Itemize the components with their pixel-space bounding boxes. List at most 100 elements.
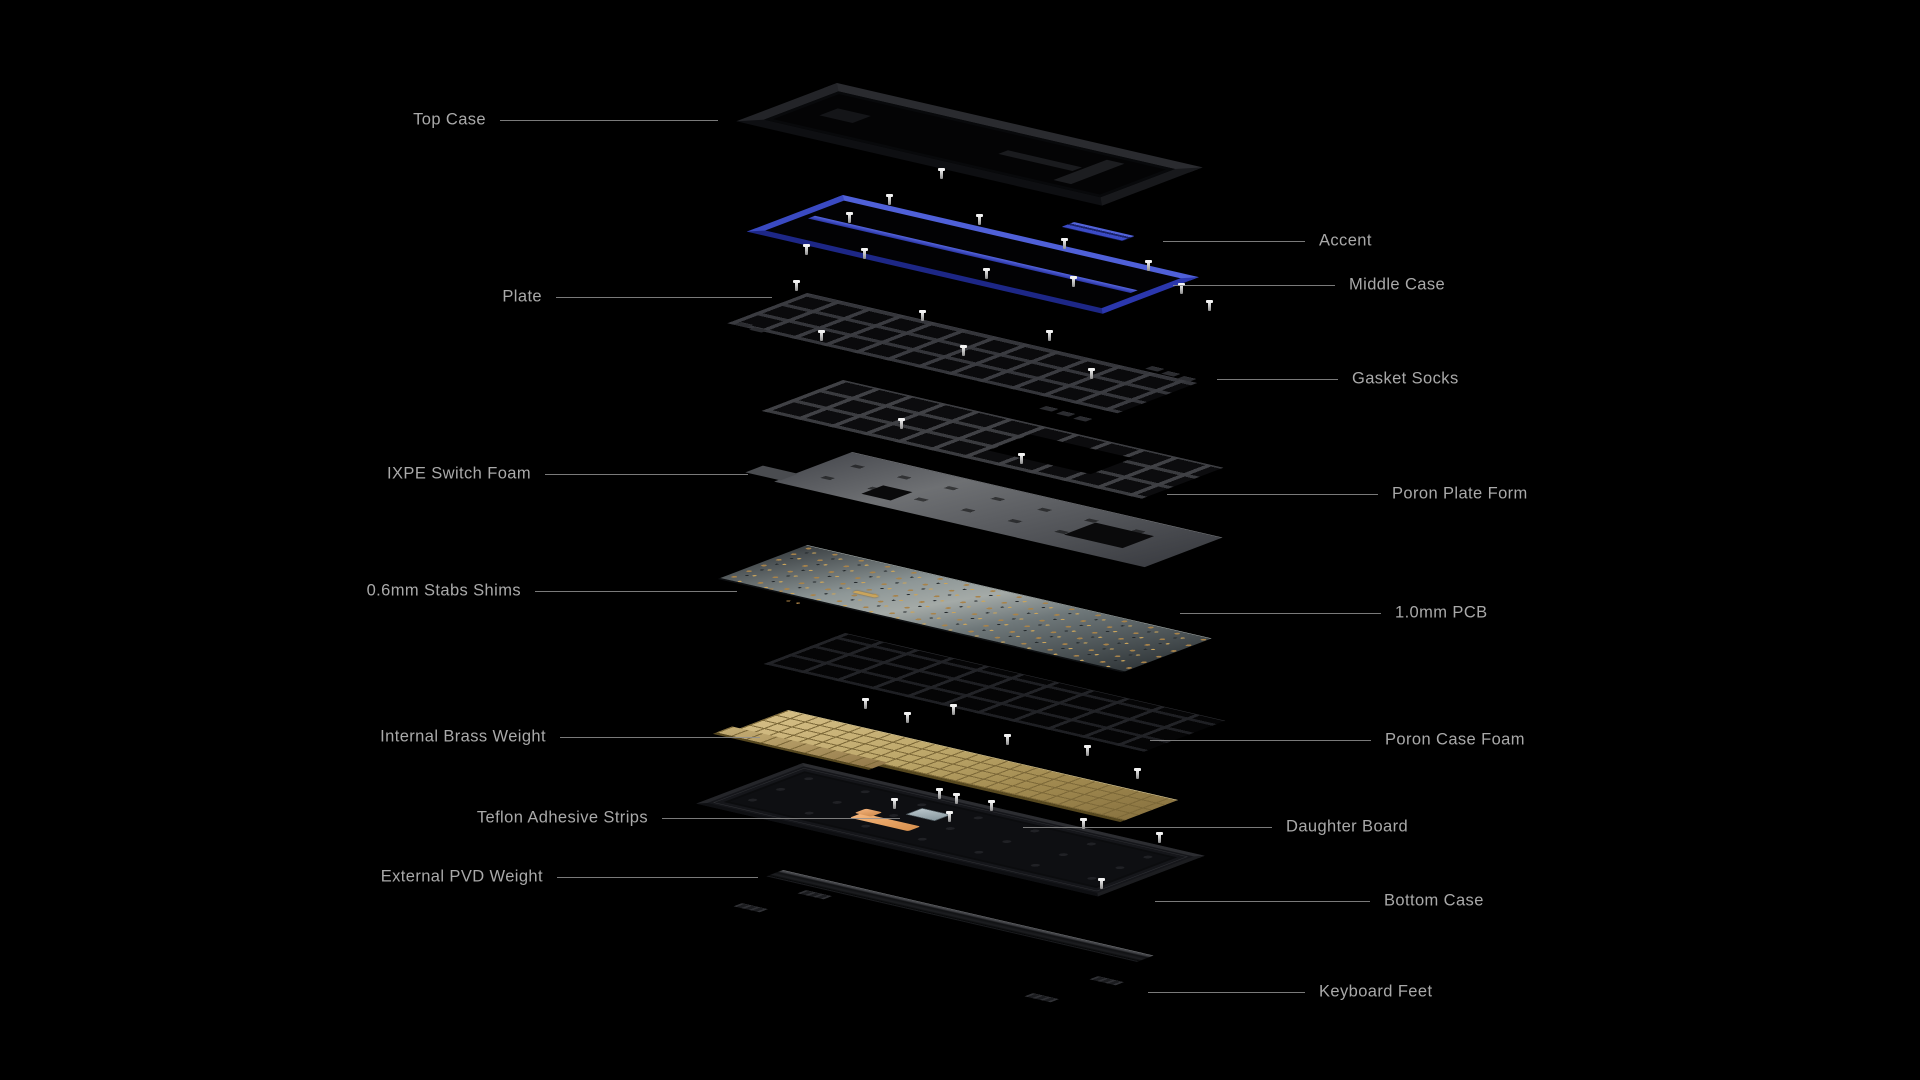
screw [946,811,953,822]
gasket-sock [1177,376,1197,382]
callout-label-daughter-board: Daughter Board [1286,817,1409,836]
screw [950,704,957,715]
callout-line-internal-brass-weight [560,737,760,738]
top-case-notch [819,108,871,123]
ixpe-cutout [1064,522,1155,549]
keyboard-foot [1089,976,1125,986]
screw [886,194,893,205]
callout-line-accent [1163,241,1305,242]
screw [1134,768,1141,779]
plate-form-cutout [987,434,1133,475]
gasket-sock [734,322,754,328]
screw [1088,368,1095,379]
screw [1018,453,1025,464]
layer-pcb [720,545,1212,672]
ixpe-tab [745,465,798,481]
callout-label-stabs-shims: 0.6mm Stabs Shims [366,581,521,600]
screw [1098,878,1105,889]
screw [891,798,898,809]
screw [1178,283,1185,294]
layer-accent [1061,222,1135,241]
layer-plate [727,293,1197,414]
screw [983,268,990,279]
callout-line-poron-case-foam [1150,740,1371,741]
callout-label-bottom-case: Bottom Case [1384,891,1484,910]
brass-weight-step [713,726,889,770]
callout-label-poron-plate-form: Poron Plate Form [1392,484,1528,503]
callout-line-gasket-socks [1217,379,1338,380]
callout-label-poron-case-foam: Poron Case Foam [1385,730,1525,749]
callout-label-teflon-adhesive-strips: Teflon Adhesive Strips [476,808,648,827]
bottom-case-rim [712,768,1189,892]
layer-teflon-adhesive-strips [849,808,921,832]
keyboard-foot [733,903,769,913]
teflon-strip-hook [854,808,883,817]
callout-label-pcb: 1.0mm PCB [1395,603,1488,622]
callout-line-keyboard-feet [1148,992,1305,993]
callout-label-gasket-socks: Gasket Socks [1352,369,1459,388]
layer-external-pvd-weight [768,870,1154,962]
screw [862,698,869,709]
callout-line-top-case [500,120,718,121]
screw [988,800,995,811]
callout-line-middle-case [1173,285,1335,286]
screw [898,418,905,429]
callout-label-accent: Accent [1319,231,1372,250]
gasket-sock [1056,411,1076,417]
screw [846,212,853,223]
callout-label-top-case: Top Case [413,110,486,129]
ixpe-slots [820,475,1152,553]
screw [1070,276,1077,287]
callout-label-external-pvd-weight: External PVD Weight [380,867,543,886]
layer-bottom-case [696,763,1205,897]
gasket-sock [1145,366,1165,372]
ixpe-slots [849,464,1181,542]
screw [1145,260,1152,271]
screw [1046,330,1053,341]
screw [803,244,810,255]
screw [1084,745,1091,756]
screw [938,168,945,179]
layer-poron-case-foam [763,633,1226,752]
callout-line-ixpe-switch-foam [545,474,748,475]
ixpe-cutout [861,485,913,501]
layer-middle-case [746,195,1199,314]
layer-ixpe-switch-foam [745,452,1223,568]
gasket-sock [1161,371,1181,377]
screw [919,310,926,321]
screw [861,248,868,259]
screw [960,345,967,356]
callout-line-external-pvd-weight [557,877,758,878]
callout-label-internal-brass-weight: Internal Brass Weight [380,727,546,746]
callout-label-middle-case: Middle Case [1349,275,1446,294]
stab-shim [781,599,805,606]
layer-daughter-board [905,808,952,822]
screw [976,214,983,225]
gasket-sock [749,327,769,333]
keyboard-foot [797,890,833,900]
callout-line-teflon-adhesive-strips [662,818,900,819]
screw [1156,832,1163,843]
stab-shim [764,587,788,594]
screw [936,788,943,799]
keyboard-foot [1024,993,1060,1003]
layer-internal-brass-weight [713,710,1178,822]
pcb-logo [852,590,880,598]
screw [793,280,800,291]
callout-label-keyboard-feet: Keyboard Feet [1319,982,1433,1001]
callout-label-plate: Plate [502,287,542,306]
callout-line-pcb [1180,613,1381,614]
screw [953,793,960,804]
callout-line-daughter-board [1023,827,1272,828]
layer-poron-plate-form [761,380,1224,499]
screw [1061,238,1068,249]
layer-top-case [736,83,1203,206]
callout-line-poron-plate-form [1167,494,1378,495]
bottom-case-floor [724,771,1177,888]
callout-line-plate [556,297,772,298]
screw [818,330,825,341]
gasket-sock [1039,406,1059,412]
